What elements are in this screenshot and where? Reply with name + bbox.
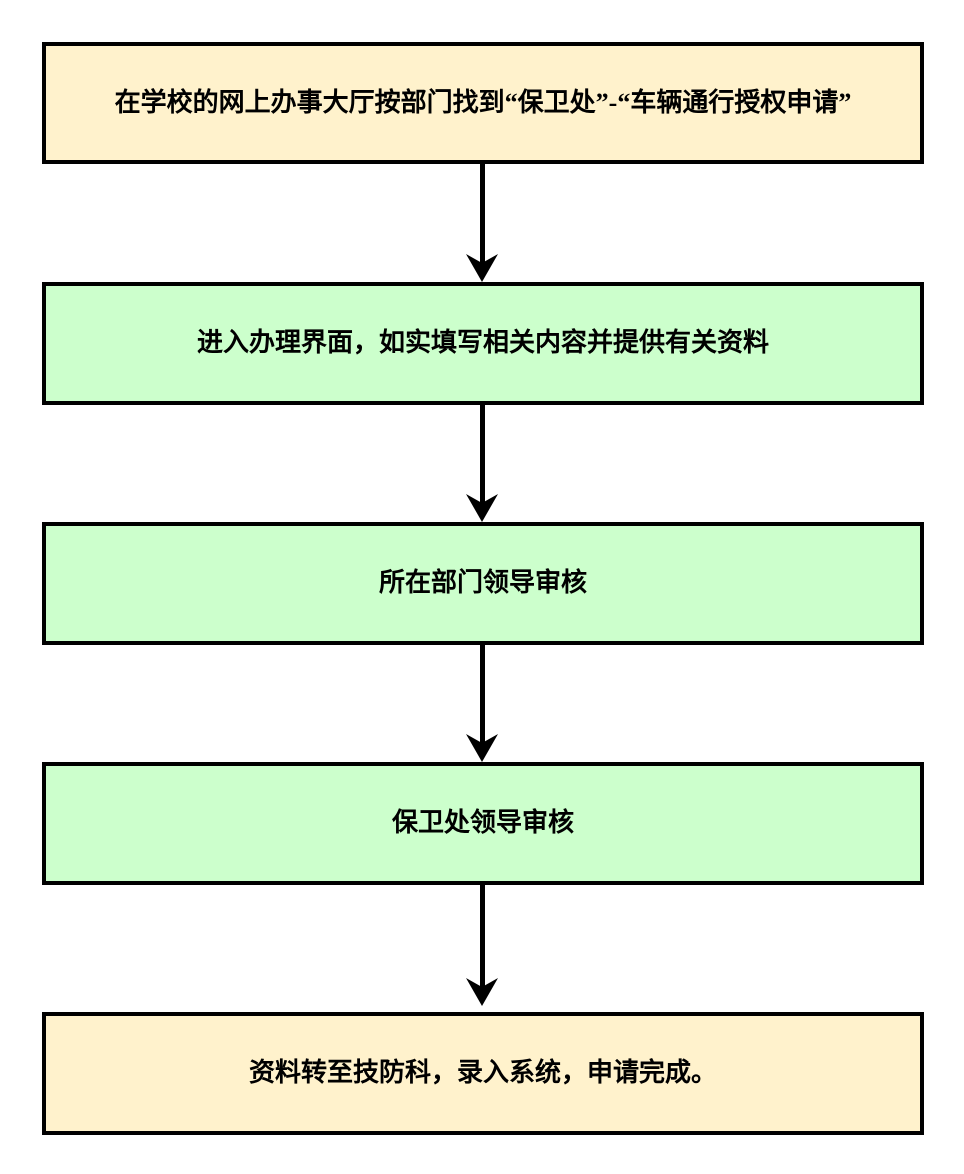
flow-step-label: 进入办理界面，如实填写相关内容并提供有关资料 xyxy=(196,328,769,358)
flow-step-label: 所在部门领导审核 xyxy=(378,568,587,598)
arrow-line xyxy=(479,164,485,264)
flow-step-fill-form: 进入办理界面，如实填写相关内容并提供有关资料 xyxy=(42,282,924,405)
arrow-line xyxy=(479,645,485,744)
flow-step-department-review: 所在部门领导审核 xyxy=(42,522,924,645)
flow-connector-4 xyxy=(465,885,499,1006)
flow-step-complete: 资料转至技防科，录入系统，申请完成。 xyxy=(42,1012,924,1135)
arrow-down-head-icon xyxy=(466,254,498,282)
flow-step-security-office-review: 保卫处领导审核 xyxy=(42,762,924,885)
arrow-line xyxy=(479,885,485,988)
arrow-down-head-icon xyxy=(466,978,498,1006)
flow-connector-1 xyxy=(465,164,499,282)
flow-step-label: 在学校的网上办事大厅按部门找到“保卫处”-“车辆通行授权申请” xyxy=(114,87,852,117)
arrow-line xyxy=(479,405,485,504)
flow-step-label: 保卫处领导审核 xyxy=(391,808,574,838)
flow-step-find-service: 在学校的网上办事大厅按部门找到“保卫处”-“车辆通行授权申请” xyxy=(42,42,924,164)
arrow-down-head-icon xyxy=(466,494,498,522)
arrow-down-head-icon xyxy=(466,734,498,762)
flow-connector-2 xyxy=(465,405,499,522)
flow-connector-3 xyxy=(465,645,499,762)
flow-step-label: 资料转至技防科，录入系统，申请完成。 xyxy=(248,1058,717,1088)
